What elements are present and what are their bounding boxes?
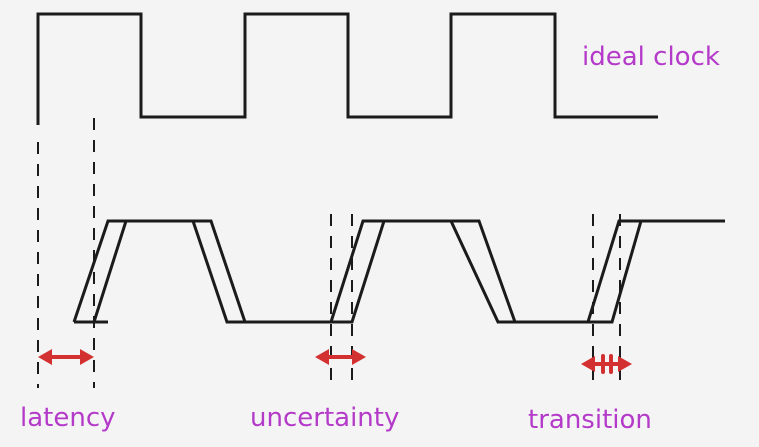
delayed-clock-band-leading-edge	[74, 219, 725, 324]
ideal-clock-label: ideal clock	[582, 42, 720, 72]
uncertainty-label: uncertainty	[250, 403, 399, 433]
latency-label: latency	[20, 403, 116, 433]
uncertainty-arrow	[315, 349, 366, 365]
transition-label: transition	[528, 405, 652, 435]
ideal-clock-waveform	[36, 12, 658, 125]
transition-arrow	[581, 354, 632, 374]
latency-arrow	[38, 349, 94, 365]
delayed-clock-band-trailing-edge	[72, 219, 643, 324]
